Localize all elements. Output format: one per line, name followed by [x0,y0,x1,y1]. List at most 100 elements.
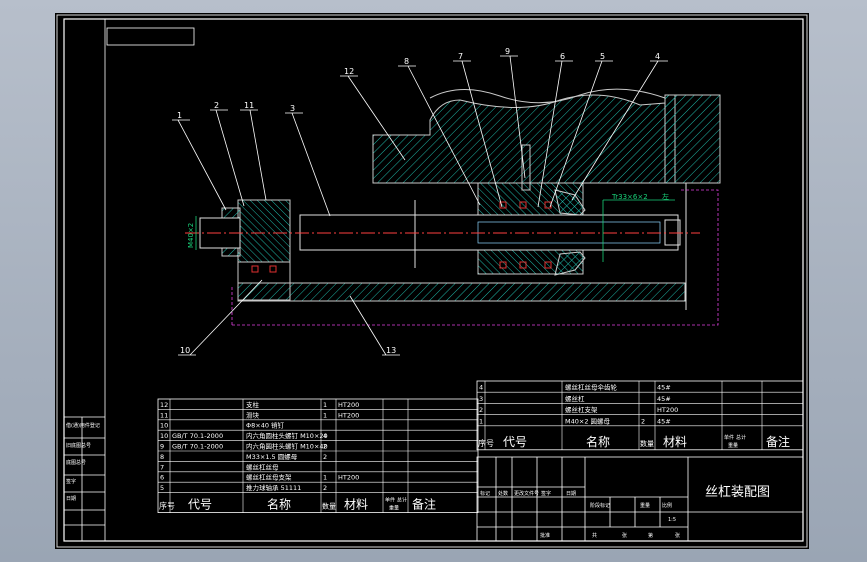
tb-stage: 阶段标记 [590,502,610,509]
bom-header-w1: 单件 [724,434,734,441]
bom-cell-material: HT200 [338,474,359,482]
bom-cell-qty: 2 [323,443,327,451]
bom-header-remark: 备注 [412,497,436,512]
bom-header-w2: 总计 [736,434,746,441]
tb-change: 更改文件号 [514,490,539,497]
tb-sheet2: 张 [622,532,627,539]
tb-count: 处数 [498,490,508,497]
bom-cell-no: 7 [160,463,164,471]
tb-mark: 标记 [480,490,490,497]
bom-frame [157,398,479,513]
bom-header-material: 材料 [663,435,687,449]
bolt-9 [521,144,531,191]
bom-cell-name: 支柱 [246,400,260,409]
left-strip-label: 底图总号 [66,459,86,466]
tb-sheet3: 第 [648,532,653,539]
bom-header-code: 代号 [188,498,212,512]
dim-left-thread: M40×2 [187,223,195,248]
part-lead-screw [299,214,679,251]
bom-cell-name: M40×2 圆螺母 [565,416,611,425]
bom-cell-name: 螺丝杠支架 [565,405,598,414]
inner-frame [63,18,804,542]
title-block-labels: 标记 处数 更改文件号 签字 日期 阶段标记 重量 比例 1:5 共 张 第 张… [480,490,680,539]
callout-2: 2 [214,101,219,110]
bom-cell-no: 10 [160,432,168,440]
bom-cell-name: 推力球轴承 51111 [246,483,301,492]
bom-cell-name: 内六角圆柱头螺钉 M10×20 [246,431,328,440]
bom-header-w2: 总计 [397,497,407,504]
callout-leaders [172,55,668,356]
tb-scale: 比例 [662,502,672,509]
part-slider-11 [237,199,291,263]
callout-13: 13 [386,346,396,355]
callout-5: 5 [600,52,605,61]
bom-cell-name: 内六角圆柱头螺钉 M10×40 [246,442,328,451]
bom-cell-no: 11 [160,411,168,419]
bom-cell-no: 3 [479,395,483,403]
callout-1: 1 [177,111,182,120]
bom-header-w3: 重量 [728,442,738,449]
bom-cell-qty: 1 [323,474,327,482]
tb-date: 日期 [566,491,576,497]
bom-frame [476,380,804,451]
bom-cell-no: 8 [160,453,164,461]
bom-header-material: 材料 [344,498,368,512]
bom-header-code: 代号 [503,435,527,449]
bom-cell-no: 4 [479,384,483,392]
dim-right-note: 左 [662,192,669,201]
bom-cell-qty: 2 [641,417,645,425]
bom-cell-qty: 1 [323,411,327,419]
bom-cell-code: GB/T 70.1-2000 [172,432,223,440]
tb-approve: 批准 [540,532,550,539]
support-foot [237,261,291,301]
part-support-base-13 [237,282,686,302]
callout-7: 7 [458,52,463,61]
bom-header-w3: 重量 [389,505,399,512]
tb-sheet: 共 [592,532,597,539]
bom-cell-qty: 2 [323,453,327,461]
drawing-title: 丝杠装配图 [705,484,770,500]
tb-scale-val: 1:5 [668,517,676,523]
column-wavy-break [429,88,666,104]
callout-8: 8 [404,57,409,66]
callout-11: 11 [244,101,254,110]
column-right-block [664,94,721,184]
title-block [476,456,804,542]
bom-header-name: 名称 [586,434,610,449]
bom-header-name: 名称 [267,497,291,512]
tb-weight: 重量 [640,502,650,509]
bom-header-remark: 备注 [766,434,790,449]
bom-cell-material: HT200 [657,406,678,414]
bom-header-w1: 单件 [385,497,395,504]
bom-cell-material: 45# [657,417,671,425]
bom-cell-no: 9 [160,443,164,451]
bom-cell-no: 1 [479,417,483,425]
bom-header-no: 序号 [478,438,494,448]
callout-10: 10 [180,346,190,355]
part-column-12 [372,94,676,184]
screw-end [664,219,681,246]
bom-header-qty: 数量 [640,439,654,448]
left-strip-label: 签字 [66,478,76,485]
bom-header-no: 序号 [159,501,175,511]
bom-cell-code: GB/T 70.1-2000 [172,443,223,451]
bom-cell-material: 45# [657,384,671,392]
outer-border [56,14,808,548]
callout-labels: 1 2 11 3 12 8 7 9 6 5 4 10 13 [177,47,660,355]
dim-right-thread: Tr33×6×2 [611,193,648,201]
bom-cell-no: 5 [160,484,164,492]
left-strip-label: 旧底图总号 [66,442,91,449]
bevel-gear-low [554,251,586,276]
bom-cell-name: M33×1.5 圆螺母 [246,452,298,461]
tb-sign: 签字 [541,490,551,497]
code-box [106,27,195,46]
bevel-gear [554,189,586,216]
bom-cell-no: 10 [160,422,168,430]
callout-6: 6 [560,52,565,61]
bom-cell-material: HT200 [338,401,359,409]
bom-cell-material: 45# [657,395,671,403]
bom-cell-name: 螺丝杠 [565,394,585,403]
